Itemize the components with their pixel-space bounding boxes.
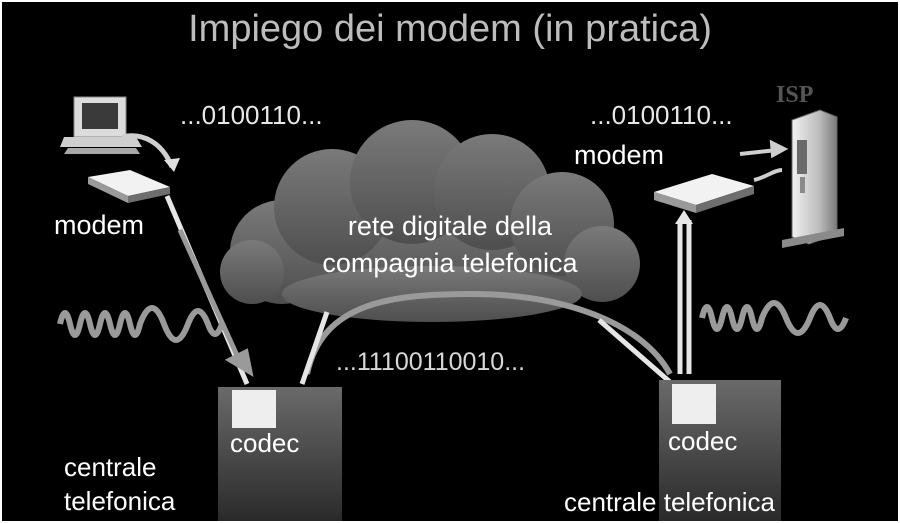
codec-left-label: codec: [230, 428, 300, 458]
desktop-computer-icon: [60, 96, 180, 172]
exchange-left-line2: telefonica: [64, 486, 176, 516]
bit-stream-left: ...0100110...: [180, 100, 323, 130]
server-tower-icon: [782, 109, 844, 248]
isp-label: ISP: [776, 82, 814, 108]
slide-title: Impiego dei modem (in pratica): [188, 8, 712, 50]
modem-device-icon: [654, 174, 754, 213]
bit-stream-network: ...11100110010...: [336, 348, 526, 376]
exchange-box-left: [218, 387, 342, 521]
codec-right-label: codec: [668, 426, 738, 456]
arrow-up-right: [675, 210, 693, 224]
exchange-left-line1: centrale: [64, 452, 157, 482]
server-link-arrows: [739, 139, 789, 182]
analog-wave-icon: [57, 305, 225, 343]
signal-arrows: [177, 228, 254, 378]
bit-stream-right: ...0100110...: [590, 100, 733, 130]
cloud-label-line2: compagnia telefonica: [322, 248, 578, 278]
exchange-right-label: centrale telefonica: [564, 487, 776, 517]
network-arc: [304, 290, 673, 376]
cloud-label: rete digitale della compagnia telefonica: [2, 208, 898, 282]
exchange-left-label: centrale telefonica: [64, 450, 175, 518]
modem-right-label: modem: [574, 140, 665, 170]
exchange-box-right: [659, 380, 781, 521]
analog-wave-icon: [699, 300, 849, 336]
cloud-label-line1: rete digitale della: [347, 211, 553, 241]
modem-device-icon: [88, 170, 170, 203]
modem-left-label: modem: [54, 210, 145, 240]
